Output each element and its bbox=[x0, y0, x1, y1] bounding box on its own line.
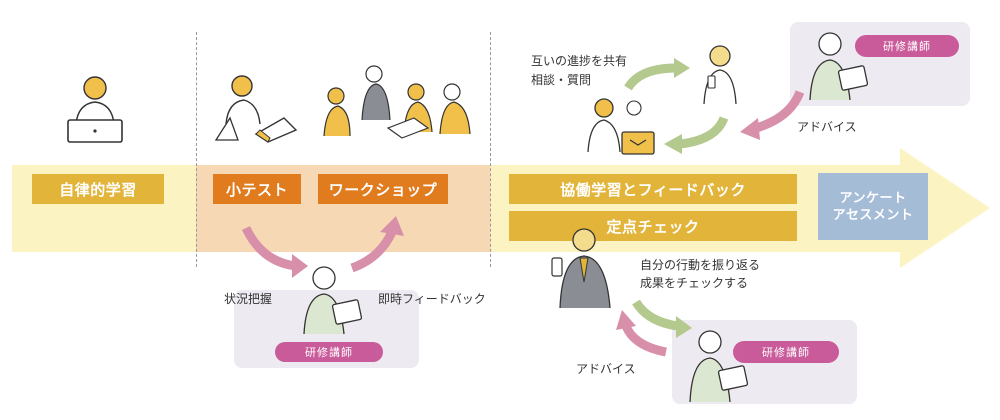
phase-divider-2 bbox=[490, 32, 491, 267]
arrow-advice-top-head bbox=[740, 118, 760, 140]
phase-divider-1 bbox=[196, 32, 197, 267]
stage-collab-feedback: 協働学習とフィードバック bbox=[509, 174, 797, 204]
stage-self-learning: 自律的学習 bbox=[32, 174, 164, 204]
arrow-trainer-to-workshop-head bbox=[380, 216, 404, 236]
arrow-advice-top bbox=[754, 90, 805, 133]
stage-survey-assessment: アンケート アセスメント bbox=[818, 173, 928, 240]
arrow-reflect-right bbox=[632, 299, 679, 331]
note-status-grasp: 状況把握 bbox=[224, 292, 273, 306]
note-reflect-line1: 自分の行動を振り返る bbox=[640, 258, 761, 272]
trainer-top-right-illustration bbox=[809, 32, 868, 101]
note-instant-feedback: 即時フィードバック bbox=[378, 292, 486, 306]
learner-laptop-illustration bbox=[67, 76, 123, 143]
note-advice-bottom: アドバイス bbox=[576, 362, 636, 376]
arrow-share-up bbox=[624, 63, 677, 91]
stage-checkpoint: 定点チェック bbox=[509, 211, 797, 241]
arrow-quiz-to-trainer bbox=[241, 225, 297, 271]
trainer-bottom-left-illustration bbox=[303, 266, 362, 335]
workshop-group-illustration bbox=[323, 65, 471, 139]
trainer-badge-top-right: 研修講師 bbox=[855, 35, 959, 57]
trainer-bottom-right-illustration bbox=[689, 330, 748, 403]
note-advice-top: アドバイス bbox=[797, 120, 857, 134]
survey-label-line1: アンケート bbox=[839, 190, 907, 206]
stage-workshop: ワークショップ bbox=[318, 174, 448, 204]
arrow-share-down bbox=[679, 116, 729, 149]
self-check-learner-illustration bbox=[551, 228, 611, 309]
arrow-reflect-right-head bbox=[676, 316, 692, 338]
note-reflect-line2: 成果をチェックする bbox=[640, 276, 749, 290]
arrow-share-up-head bbox=[674, 58, 690, 78]
note-share-progress-line1: 互いの進捗を共有 bbox=[531, 54, 628, 68]
arrow-advice-bottom bbox=[621, 324, 667, 357]
arrow-advice-bottom-head bbox=[616, 310, 636, 330]
arrow-trainer-to-workshop bbox=[350, 229, 397, 273]
quiz-learner-illustration bbox=[214, 75, 298, 143]
arrow-quiz-to-trainer-head bbox=[292, 254, 308, 278]
trainer-badge-bottom-right: 研修講師 bbox=[733, 341, 839, 363]
note-share-progress-line2: 相談・質問 bbox=[531, 73, 592, 87]
peer-with-phone-illustration bbox=[703, 45, 737, 105]
collab-learner-laptop-illustration bbox=[587, 98, 655, 155]
stage-quiz: 小テスト bbox=[213, 174, 301, 204]
arrow-share-down-head bbox=[664, 134, 682, 154]
survey-label-line2: アセスメント bbox=[832, 207, 914, 223]
trainer-badge-bottom-left: 研修講師 bbox=[275, 342, 383, 362]
